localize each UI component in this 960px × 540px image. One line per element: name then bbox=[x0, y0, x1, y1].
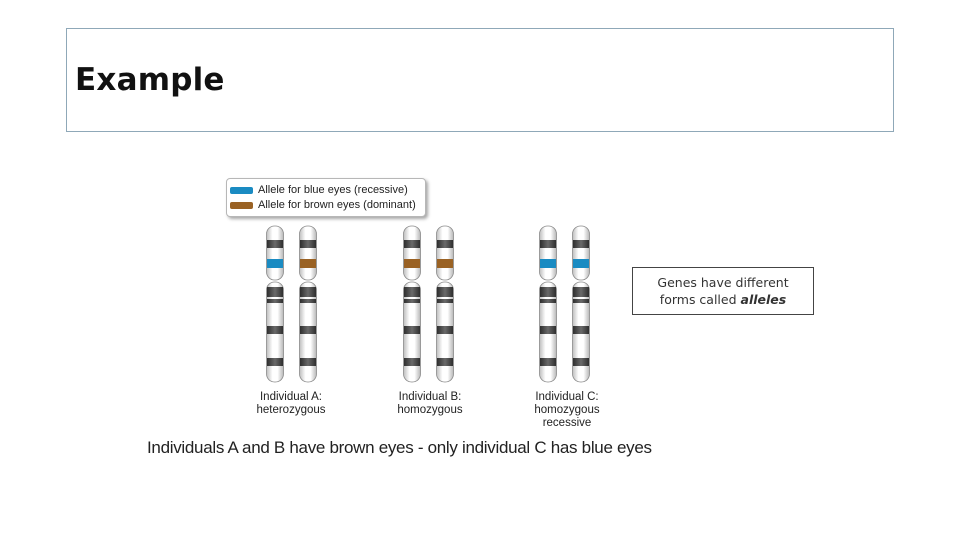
individual-c-chromosome-2-band bbox=[573, 299, 589, 303]
legend-item-blue: Allele for blue eyes (recessive) bbox=[229, 183, 408, 197]
individual-b-chromosome-1-band bbox=[404, 299, 420, 303]
slide-title: Example bbox=[75, 62, 225, 98]
callout-prefix: forms called bbox=[659, 292, 741, 307]
individual-b-chromosome-1-band bbox=[404, 326, 420, 334]
allele-legend: Allele for blue eyes (recessive) Allele … bbox=[226, 178, 426, 217]
individual-a-chromosome-1-band bbox=[267, 240, 283, 248]
diagram-caption: Individuals A and B have brown eyes - on… bbox=[147, 438, 652, 457]
individual-b-chromosome-1-band bbox=[404, 240, 420, 248]
individual-b-chromosome-1-band bbox=[404, 287, 420, 297]
individual-a-chromosome-1-upper-arm bbox=[266, 225, 284, 281]
individual-a-chromosome-2-band bbox=[300, 287, 316, 297]
individual-a-chromosome-2-allele-brown bbox=[300, 259, 316, 268]
individual-a-chromosome-1-band bbox=[267, 326, 283, 334]
individual-b-chromosome-2-band bbox=[437, 240, 453, 248]
individual-c-chromosome-1-allele-blue bbox=[540, 259, 556, 268]
individual-a-chromosome-2-band bbox=[300, 299, 316, 303]
individual-b-chromosome-2-band bbox=[437, 326, 453, 334]
callout-emphasis: alleles bbox=[740, 292, 787, 307]
individual-b-chromosome-2-band bbox=[437, 287, 453, 297]
individual-c-chromosome-1-upper-arm bbox=[539, 225, 557, 281]
individual-c-type-2: recessive bbox=[542, 417, 592, 429]
brown-allele-swatch bbox=[230, 201, 253, 209]
individual-a-chromosome-1-allele-blue bbox=[267, 259, 283, 268]
individual-b-chromosome-2-upper-arm bbox=[436, 225, 454, 281]
individual-b-chromosome-1-allele-brown bbox=[404, 259, 420, 268]
blue-allele-swatch bbox=[230, 186, 253, 194]
title-placeholder: Example bbox=[66, 28, 894, 132]
individual-a-chromosome-2-band bbox=[300, 240, 316, 248]
individual-c-label: Individual C: homozygous recessive bbox=[507, 391, 627, 430]
individual-b-label: Individual B: homozygous bbox=[370, 391, 490, 417]
individual-c-chromosome-2-band bbox=[573, 358, 589, 366]
individual-b-chromosome-2-allele-brown bbox=[437, 259, 453, 268]
individual-c-chromosome-1-band bbox=[540, 287, 556, 297]
individual-c-chromosome-1-band bbox=[540, 240, 556, 248]
individual-b-chromosome-2-band bbox=[437, 299, 453, 303]
individual-c-chromosome-1-band bbox=[540, 299, 556, 303]
alleles-callout: Genes have different forms called allele… bbox=[632, 267, 814, 315]
individual-b-type: homozygous bbox=[397, 404, 463, 416]
individual-a-chromosome-2-upper-arm bbox=[299, 225, 317, 281]
individual-a-chromosome-1-band bbox=[267, 358, 283, 366]
individual-a-name: Individual A: bbox=[259, 391, 322, 403]
individual-c-chromosome-1-band bbox=[540, 326, 556, 334]
individual-b-chromosome-2-band bbox=[437, 358, 453, 366]
individual-a-chromosome-1-band bbox=[267, 287, 283, 297]
legend-item-brown: Allele for brown eyes (dominant) bbox=[229, 198, 416, 212]
individual-c-chromosome-2-band bbox=[573, 326, 589, 334]
individual-b-chromosome-1-upper-arm bbox=[403, 225, 421, 281]
individual-c-name: Individual C: bbox=[535, 391, 599, 403]
individual-a-chromosome-2-band bbox=[300, 358, 316, 366]
legend-label-brown: Allele for brown eyes (dominant) bbox=[258, 199, 416, 211]
individual-a-chromosome-2-band bbox=[300, 326, 316, 334]
individual-b-name: Individual B: bbox=[398, 391, 462, 403]
individual-a-type: heterozygous bbox=[256, 404, 326, 416]
individual-a-label: Individual A: heterozygous bbox=[231, 391, 351, 417]
individual-c-type: homozygous bbox=[534, 404, 600, 416]
individual-c-chromosome-2-upper-arm bbox=[572, 225, 590, 281]
individual-c-chromosome-2-band bbox=[573, 240, 589, 248]
callout-line-1: Genes have different bbox=[657, 275, 789, 290]
callout-line-2: forms called alleles bbox=[633, 292, 813, 307]
individual-a-chromosome-1-band bbox=[267, 299, 283, 303]
individual-c-chromosome-2-allele-blue bbox=[573, 259, 589, 268]
individual-c-chromosome-2-band bbox=[573, 287, 589, 297]
individual-c-chromosome-1-band bbox=[540, 358, 556, 366]
legend-label-blue: Allele for blue eyes (recessive) bbox=[258, 184, 408, 196]
individual-b-chromosome-1-band bbox=[404, 358, 420, 366]
